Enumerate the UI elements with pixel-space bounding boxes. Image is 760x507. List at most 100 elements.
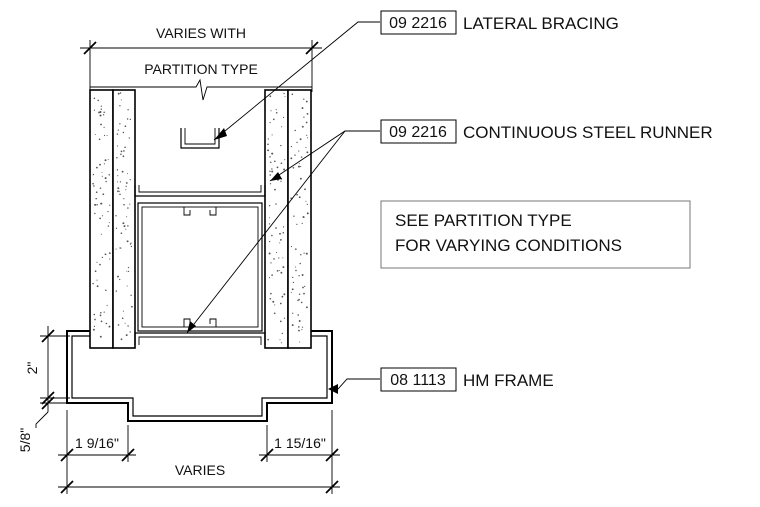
- stipple-dot: [275, 203, 277, 205]
- stipple-dot: [103, 163, 105, 165]
- stipple-dot: [103, 134, 106, 137]
- top-dimension-label-2: PARTITION TYPE: [144, 61, 258, 77]
- stipple-dot: [280, 162, 283, 165]
- stipple-dot: [294, 266, 296, 268]
- bottom-dimensions: 1 9/16" 1 15/16" VARIES: [58, 410, 340, 494]
- stipple-dot: [291, 324, 294, 327]
- bottom-dimension-overall-label: VARIES: [175, 462, 225, 478]
- stipple-dot: [278, 257, 280, 259]
- stipple-dot: [126, 270, 128, 272]
- tick-b4: [325, 448, 339, 462]
- stipple-dot: [306, 112, 309, 115]
- bracing-outer: [180, 128, 220, 149]
- stipple-dot: [127, 325, 129, 327]
- hm-frame: [66, 330, 333, 422]
- stipple-dot: [283, 317, 286, 319]
- stipple-dot: [273, 258, 275, 260]
- stipple-dot: [101, 215, 104, 217]
- stipple-dot: [299, 138, 302, 141]
- stipple-dot: [116, 156, 118, 159]
- callout-label: CONTINUOUS STEEL RUNNER: [463, 123, 713, 142]
- stipple-dot: [274, 304, 276, 306]
- stipple-dot: [99, 314, 102, 317]
- spec-code: 08 1113: [390, 372, 446, 389]
- stipple-dot: [106, 134, 108, 137]
- stipple-dot: [296, 223, 298, 226]
- spec-code: 09 2216: [389, 15, 447, 32]
- stipple-dot: [274, 160, 276, 163]
- stipple-dot: [124, 146, 126, 149]
- stipple-dot: [117, 324, 120, 326]
- stipple-dot: [108, 325, 111, 328]
- stipple-dot: [268, 252, 271, 255]
- steel-runner-assembly: [134, 185, 266, 345]
- stipple-dot: [115, 248, 117, 250]
- stipple-dot: [105, 180, 107, 183]
- callout-continuous-steel-runner: 09 2216 CONTINUOUS STEEL RUNNER: [380, 119, 713, 144]
- callout-label: HM FRAME: [463, 371, 554, 390]
- stipple-dot: [300, 156, 303, 158]
- stipple-dot: [125, 182, 128, 184]
- stipple-dot: [96, 166, 98, 169]
- stipple-dot: [127, 109, 129, 111]
- stipple-dot: [129, 331, 131, 333]
- stipple-dot: [269, 297, 272, 300]
- stipple-dot: [280, 180, 282, 183]
- stipple-dot: [300, 253, 302, 256]
- stipple-dot: [267, 149, 270, 152]
- stipple-dot: [276, 270, 279, 272]
- stipple-dot: [100, 203, 102, 205]
- stipple-dot: [105, 289, 107, 291]
- stipple-dot: [122, 310, 124, 312]
- stipple-dot: [126, 240, 129, 243]
- stipple-dot: [131, 305, 133, 308]
- stipple-dot: [270, 110, 272, 112]
- stipple-dot: [100, 123, 102, 126]
- stipple-dot: [293, 215, 295, 217]
- stipple-dot: [117, 190, 119, 193]
- stipple-dot: [299, 177, 302, 180]
- callout-leaders: [186, 21, 380, 394]
- stipple-dot: [100, 312, 102, 314]
- stipple-dot: [298, 162, 300, 165]
- stipple-dot: [305, 147, 307, 149]
- stipple-dot: [101, 175, 103, 177]
- stipple-dot: [102, 114, 105, 116]
- stipple-dot: [98, 138, 101, 141]
- stipple-dot: [298, 275, 300, 277]
- stipple-dot: [99, 114, 102, 117]
- stipple-dot: [305, 252, 308, 255]
- stipple-dot: [120, 153, 122, 155]
- stipple-dot: [127, 173, 129, 175]
- stipple-dot: [301, 329, 303, 331]
- stipple-dot: [301, 222, 303, 224]
- stipple-dot: [127, 270, 130, 273]
- stipple-dot: [278, 269, 280, 272]
- tick-b3: [260, 448, 274, 462]
- stipple-dot: [304, 285, 306, 288]
- break-line: [90, 78, 312, 101]
- stipple-dot: [306, 203, 308, 205]
- stipple-dot: [123, 225, 126, 228]
- stipple-dot: [268, 205, 271, 207]
- stipple-dot: [282, 116, 285, 119]
- stipple-dot: [119, 278, 121, 281]
- stipple-dot: [100, 233, 102, 235]
- stipple-dot: [298, 298, 300, 301]
- leader-arrow-lateral-bracing: [214, 128, 227, 140]
- stipple-dot: [99, 263, 101, 266]
- stipple-dot: [291, 93, 294, 96]
- stipple-dot: [267, 143, 269, 146]
- left-dimensions: 2" 5/8": [17, 326, 70, 452]
- stipple-dot: [115, 227, 118, 229]
- stipple-dot: [305, 121, 308, 124]
- stipple-dot: [117, 92, 120, 95]
- stipple-dot: [283, 92, 285, 95]
- general-note: SEE PARTITION TYPE FOR VARYING CONDITION…: [380, 200, 691, 269]
- stipple-dot: [122, 155, 125, 158]
- stipple-dot: [130, 294, 132, 297]
- tick-b2: [121, 448, 135, 462]
- stipple-dot: [124, 125, 127, 128]
- runner-bottom-inner: [138, 336, 262, 345]
- stipple-dot: [119, 190, 121, 192]
